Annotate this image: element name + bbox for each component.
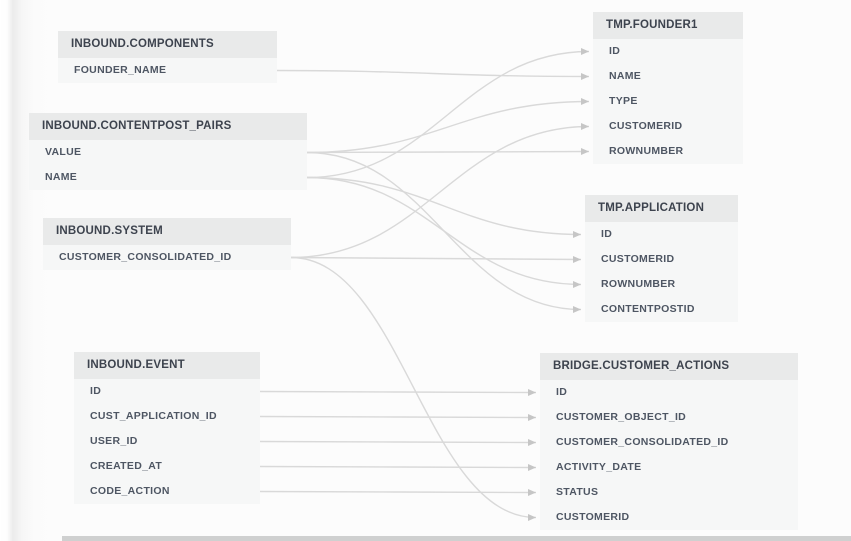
- table-title[interactable]: INBOUND.CONTENTPOST_PAIRS: [29, 113, 307, 140]
- field-row-value[interactable]: VALUE: [29, 140, 307, 165]
- field-row-name[interactable]: NAME: [29, 165, 307, 190]
- field-row-customer-consolidated-id[interactable]: CUSTOMER_CONSOLIDATED_ID: [540, 430, 798, 455]
- field-row-rownumber[interactable]: ROWNUMBER: [593, 139, 743, 164]
- lineage-edge-name-to-id[interactable]: [306, 176, 582, 238]
- lineage-edge-cust-application-id-to-customer-object-id[interactable]: [259, 413, 537, 421]
- field-row-customerid[interactable]: CUSTOMERID: [585, 247, 738, 272]
- field-row-type[interactable]: TYPE: [593, 89, 743, 114]
- table-title[interactable]: BRIDGE.CUSTOMER_ACTIONS: [540, 353, 798, 380]
- field-row-customer-object-id[interactable]: CUSTOMER_OBJECT_ID: [540, 405, 798, 430]
- lineage-edge-founder-name-to-name[interactable]: [276, 69, 590, 80]
- lineage-edge-customer-consolidated-id-to-customerid[interactable]: [290, 256, 537, 521]
- table-title[interactable]: INBOUND.COMPONENTS: [58, 31, 277, 58]
- lineage-edge-created-at-to-activity-date[interactable]: [259, 463, 537, 471]
- table-title[interactable]: INBOUND.EVENT: [74, 352, 260, 379]
- field-row-customer-consolidated-id[interactable]: CUSTOMER_CONSOLIDATED_ID: [43, 245, 291, 270]
- lineage-edge-value-to-contentpostid[interactable]: [306, 151, 582, 313]
- lineage-edge-value-to-type[interactable]: [306, 98, 590, 154]
- lineage-edge-value-to-rownumber[interactable]: [306, 148, 590, 156]
- field-row-name[interactable]: NAME: [593, 64, 743, 89]
- lineage-edge-customer-consolidated-id-to-customerid[interactable]: [290, 123, 590, 259]
- field-row-id[interactable]: ID: [585, 222, 738, 247]
- field-row-rownumber[interactable]: ROWNUMBER: [585, 272, 738, 297]
- lineage-edge-code-action-to-status[interactable]: [259, 488, 537, 496]
- field-row-id[interactable]: ID: [74, 379, 260, 404]
- field-row-id[interactable]: ID: [540, 380, 798, 405]
- field-row-contentpostid[interactable]: CONTENTPOSTID: [585, 297, 738, 322]
- field-row-founder-name[interactable]: FOUNDER_NAME: [58, 58, 277, 83]
- field-row-cust-application-id[interactable]: CUST_APPLICATION_ID: [74, 404, 260, 429]
- field-row-code-action[interactable]: CODE_ACTION: [74, 479, 260, 504]
- field-row-created-at[interactable]: CREATED_AT: [74, 454, 260, 479]
- lineage-edge-user-id-to-customer-consolidated-id[interactable]: [259, 438, 537, 446]
- field-row-customerid[interactable]: CUSTOMERID: [540, 505, 798, 530]
- field-row-status[interactable]: STATUS: [540, 480, 798, 505]
- field-row-id[interactable]: ID: [593, 39, 743, 64]
- lineage-edge-id-to-id[interactable]: [259, 388, 537, 396]
- field-row-activity-date[interactable]: ACTIVITY_DATE: [540, 455, 798, 480]
- lineage-edge-name-to-id[interactable]: [306, 48, 590, 179]
- table-title[interactable]: INBOUND.SYSTEM: [43, 218, 291, 245]
- lineage-edge-customer-consolidated-id-to-customerid[interactable]: [290, 255, 582, 263]
- table-title[interactable]: TMP.FOUNDER1: [593, 12, 743, 39]
- horizontal-scrollbar[interactable]: [62, 536, 851, 541]
- field-row-user-id[interactable]: USER_ID: [74, 429, 260, 454]
- field-row-customerid[interactable]: CUSTOMERID: [593, 114, 743, 139]
- table-title[interactable]: TMP.APPLICATION: [585, 195, 738, 222]
